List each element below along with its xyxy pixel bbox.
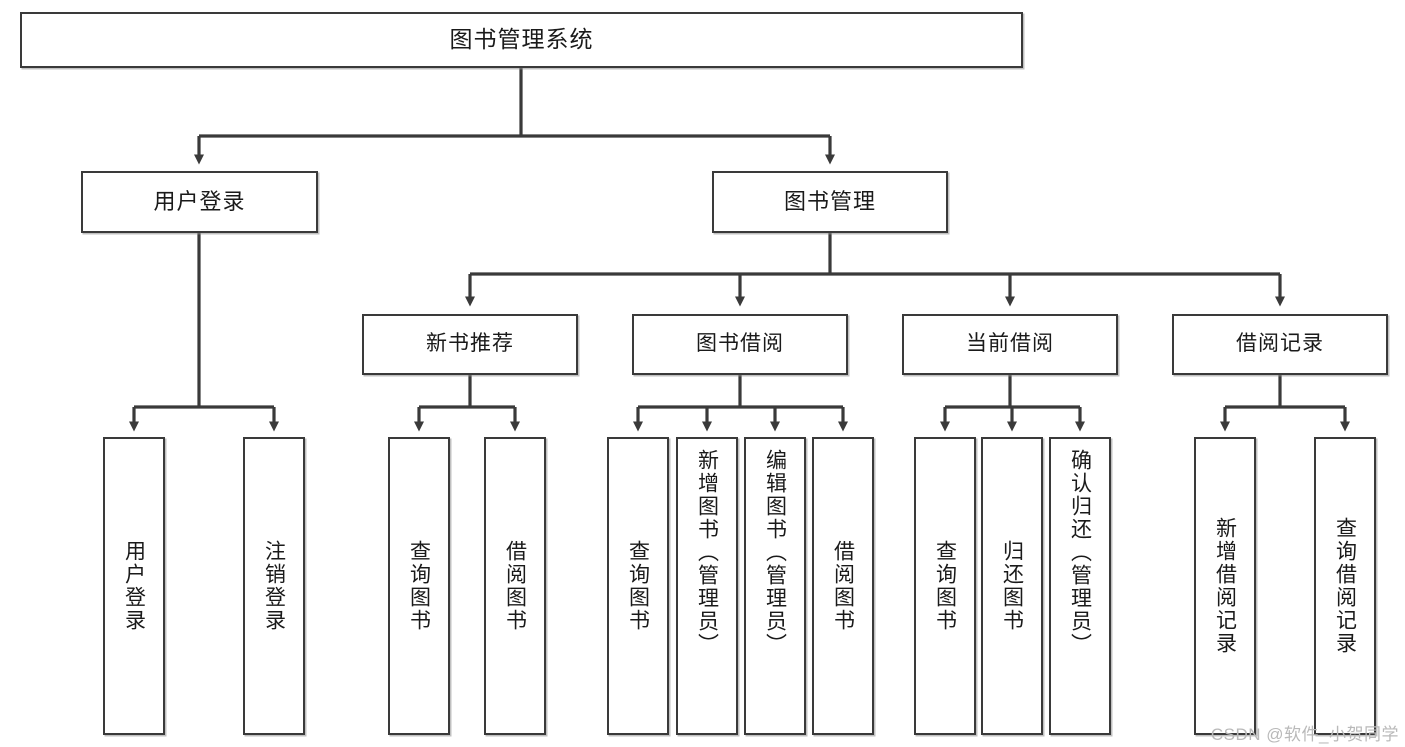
leaf-record-add-record[interactable]: 新增借阅记录 (1194, 437, 1256, 735)
leaf-borrow-borrow-book[interactable]: 借阅图书 (812, 437, 874, 735)
node-book-borrow[interactable]: 图书借阅 (632, 314, 848, 375)
leaf-current-confirm-return-admin[interactable]: 确认归还（管理员） (1049, 437, 1111, 735)
leaf-user-login-login[interactable]: 用户登录 (103, 437, 165, 735)
leaf-recommend-borrow-book[interactable]: 借阅图书 (484, 437, 546, 735)
node-label: 查询图书 (407, 540, 431, 632)
leaf-user-login-logout[interactable]: 注销登录 (243, 437, 305, 735)
leaf-current-return-book[interactable]: 归还图书 (981, 437, 1043, 735)
node-label: 查询图书 (626, 540, 650, 632)
leaf-borrow-edit-book-admin[interactable]: 编辑图书（管理员） (744, 437, 806, 735)
node-label: 查询借阅记录 (1333, 517, 1357, 655)
node-label: 新书推荐 (426, 332, 514, 356)
node-label: 当前借阅 (966, 332, 1054, 356)
node-new-book-recommend[interactable]: 新书推荐 (362, 314, 578, 375)
node-label: 用户登录 (122, 540, 146, 632)
node-label: 注销登录 (262, 540, 286, 632)
node-label: 图书管理系统 (449, 26, 594, 53)
node-label: 确认归还（管理员） (1068, 449, 1092, 656)
node-label: 新增图书（管理员） (695, 449, 719, 656)
node-label: 用户登录 (153, 189, 246, 215)
node-label: 归还图书 (1000, 540, 1024, 632)
node-label: 查询图书 (933, 540, 957, 632)
leaf-borrow-query-book[interactable]: 查询图书 (607, 437, 669, 735)
node-user-login[interactable]: 用户登录 (81, 171, 318, 233)
node-label: 新增借阅记录 (1213, 517, 1237, 655)
node-label: 图书管理 (783, 189, 876, 215)
node-label: 借阅记录 (1236, 332, 1324, 356)
node-current-borrow[interactable]: 当前借阅 (902, 314, 1118, 375)
leaf-record-query-record[interactable]: 查询借阅记录 (1314, 437, 1376, 735)
leaf-borrow-add-book-admin[interactable]: 新增图书（管理员） (676, 437, 738, 735)
node-label: 借阅图书 (831, 540, 855, 632)
node-label: 编辑图书（管理员） (763, 449, 787, 656)
node-book-management[interactable]: 图书管理 (712, 171, 948, 233)
node-root-system[interactable]: 图书管理系统 (20, 12, 1023, 68)
watermark-text: CSDN @软件_小贺同学 (1210, 725, 1399, 744)
node-borrow-record[interactable]: 借阅记录 (1172, 314, 1388, 375)
node-label: 借阅图书 (503, 540, 527, 632)
node-label: 图书借阅 (696, 332, 784, 356)
leaf-current-query-book[interactable]: 查询图书 (914, 437, 976, 735)
leaf-recommend-query-book[interactable]: 查询图书 (388, 437, 450, 735)
